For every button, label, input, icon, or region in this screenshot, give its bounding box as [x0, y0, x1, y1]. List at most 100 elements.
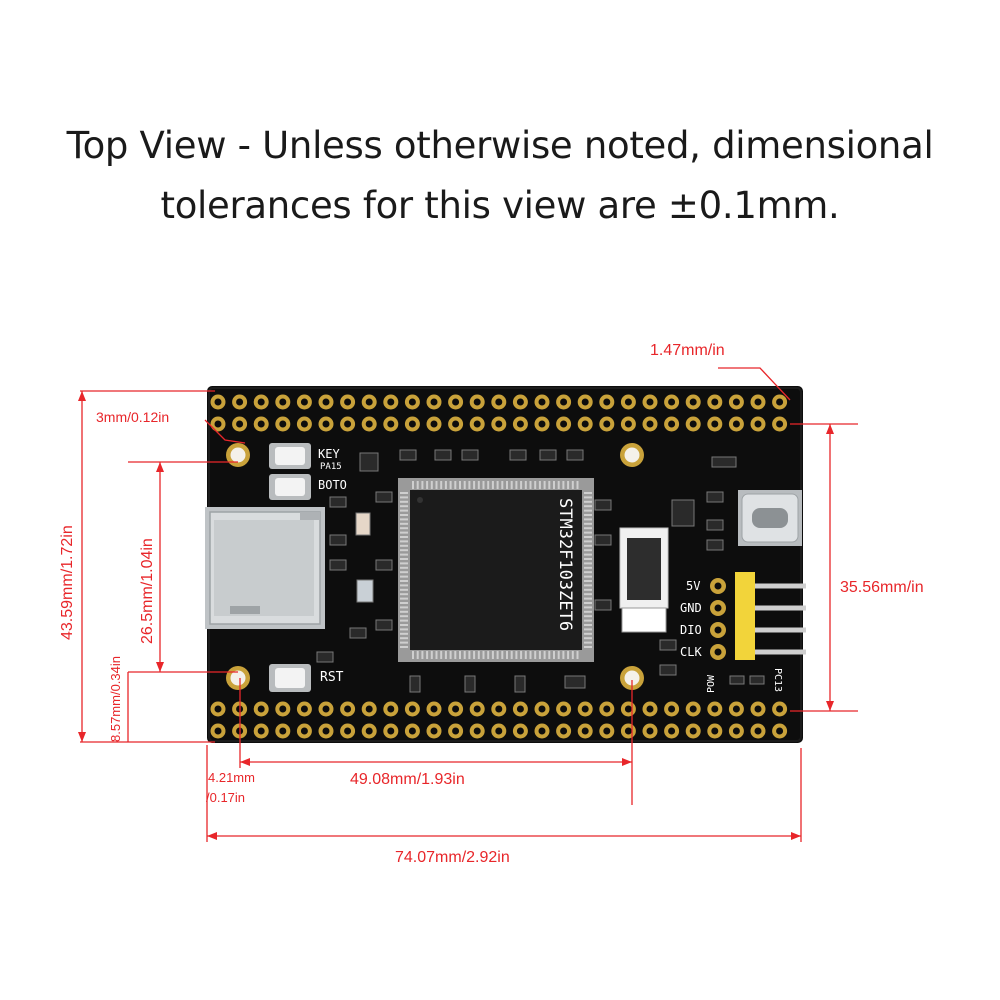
header-pad — [361, 723, 377, 739]
header-pad — [664, 416, 680, 432]
silk-pc13: PC13 — [772, 668, 783, 692]
chip-pin — [482, 651, 485, 659]
chip-pin — [463, 481, 466, 489]
dimension-arrows — [78, 391, 834, 840]
chip-pin — [421, 481, 424, 489]
silk-5v: 5V — [686, 579, 700, 593]
header-pad — [534, 394, 550, 410]
header-pad — [707, 723, 723, 739]
header-pad — [772, 394, 788, 410]
header-pad — [361, 394, 377, 410]
chip-pin — [515, 651, 518, 659]
header-pad — [750, 416, 766, 432]
chip-pin — [562, 651, 565, 659]
header-pad — [232, 416, 248, 432]
header-pad — [512, 701, 528, 717]
header-pad — [772, 701, 788, 717]
header-pad — [448, 394, 464, 410]
header-pad — [426, 416, 442, 432]
header-pad — [253, 723, 269, 739]
header-pad — [685, 723, 701, 739]
header-pad — [275, 701, 291, 717]
header-pad — [340, 416, 356, 432]
header-pad — [426, 723, 442, 739]
chip-pin — [400, 637, 408, 640]
chip-pin — [534, 651, 537, 659]
silk-dio: DIO — [680, 623, 702, 637]
chip-pin — [449, 651, 452, 659]
chip-pin — [584, 514, 592, 516]
header-pad — [340, 723, 356, 739]
chip-pin — [510, 481, 513, 489]
chip-pin — [506, 481, 508, 489]
chip-pin — [584, 571, 592, 574]
chip-pin — [515, 481, 518, 489]
dim-hole-spacing-h: 49.08mm/1.93in — [350, 771, 465, 788]
chip-pin — [584, 549, 592, 552]
chip-pin — [416, 651, 419, 659]
header-pad — [383, 723, 399, 739]
header-pad — [534, 416, 550, 432]
header-pad — [448, 701, 464, 717]
header-pad — [253, 416, 269, 432]
chip-pin — [584, 500, 592, 503]
header-pad — [296, 701, 312, 717]
header-pad — [361, 701, 377, 717]
chip-pin — [430, 481, 433, 489]
chip-pin — [477, 481, 480, 489]
chip-pin — [548, 651, 551, 659]
chip-pin — [584, 628, 592, 631]
chip-pin — [400, 553, 408, 556]
header-pad — [232, 394, 248, 410]
header-pad — [707, 416, 723, 432]
chip-pin — [454, 651, 457, 659]
chip-pin — [426, 651, 429, 659]
header-pad — [728, 701, 744, 717]
chip-pin — [400, 549, 408, 552]
usb-c-port[interactable] — [738, 490, 802, 546]
chip-pin — [412, 481, 414, 489]
chip-pin — [400, 527, 408, 530]
chip-pin — [459, 651, 461, 659]
chip-pin — [524, 651, 527, 659]
dim-hole-dia: 3mm/0.12in — [96, 409, 169, 425]
chip-pin — [584, 606, 592, 609]
header-pad — [448, 416, 464, 432]
dim-width-total: 74.07mm/2.92in — [395, 849, 510, 866]
header-pad — [318, 394, 334, 410]
dim-corner: 1.47mm/in — [650, 342, 725, 359]
header-pad — [772, 416, 788, 432]
boot0-button[interactable] — [269, 474, 311, 500]
header-pad — [404, 723, 420, 739]
header-pad — [491, 701, 507, 717]
header-pad — [383, 394, 399, 410]
header-pad — [556, 723, 572, 739]
header-pad — [512, 394, 528, 410]
reset-button[interactable] — [269, 664, 311, 692]
header-pad — [404, 394, 420, 410]
chip-pin — [584, 593, 592, 596]
header-pad — [383, 416, 399, 432]
dim-header-spacing: 35.56mm/in — [840, 579, 924, 596]
chip-pin — [584, 536, 592, 538]
header-pad — [491, 394, 507, 410]
chip-pin — [454, 481, 457, 489]
header-pad — [448, 723, 464, 739]
chip-pin — [543, 481, 546, 489]
chip-pin — [529, 651, 532, 659]
chip-pin — [400, 505, 408, 508]
chip-pin — [426, 481, 429, 489]
header-pad — [426, 394, 442, 410]
chip-pin — [400, 593, 408, 596]
chip-pin — [430, 651, 433, 659]
chip-pin — [400, 641, 408, 644]
chip-pin — [584, 562, 592, 565]
header-pad — [685, 394, 701, 410]
header-pad — [512, 416, 528, 432]
header-pad — [383, 701, 399, 717]
header-pad — [642, 723, 658, 739]
header-pad — [210, 723, 226, 739]
header-pad — [577, 416, 593, 432]
key-button[interactable] — [269, 443, 311, 469]
chip-pin — [463, 651, 466, 659]
